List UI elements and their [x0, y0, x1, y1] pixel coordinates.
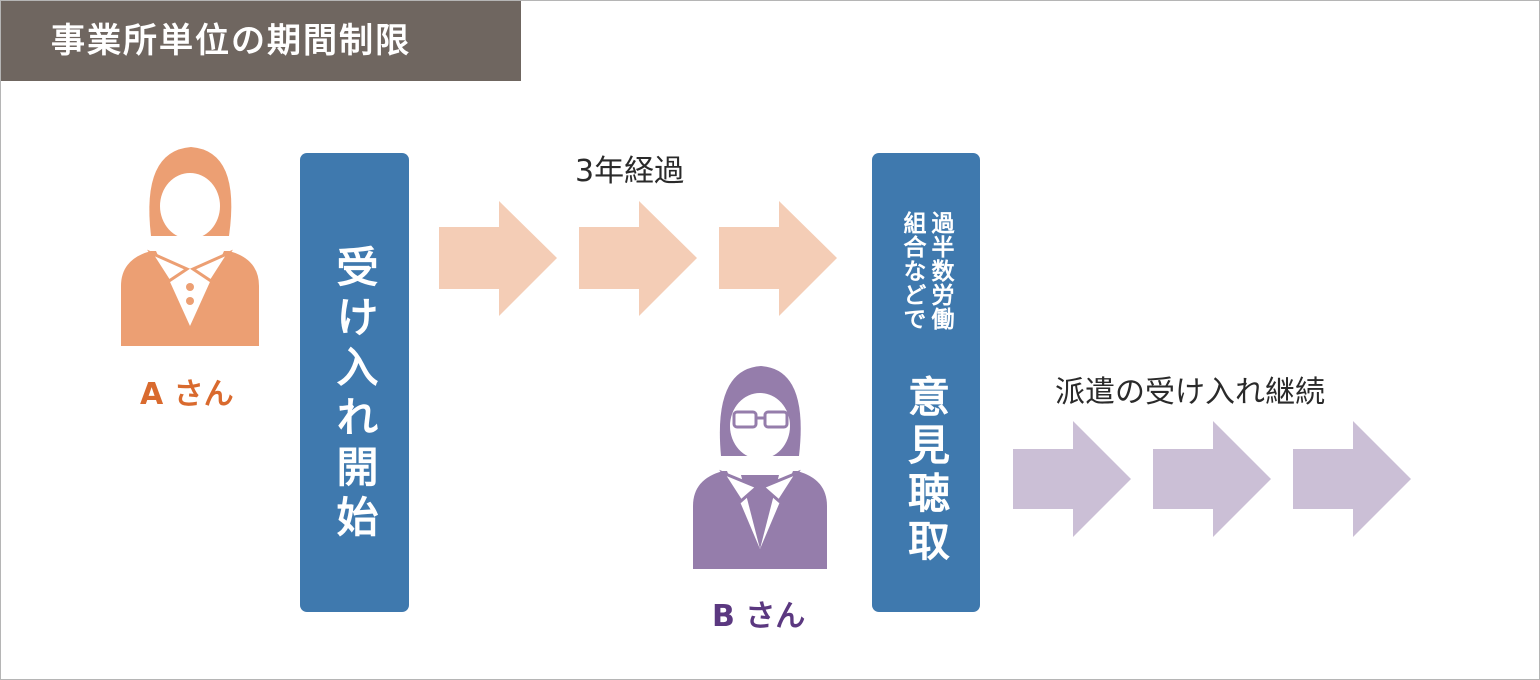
start-panel-label: 受け入れ開始 [330, 245, 379, 545]
elapsed-label: 3年経過 [575, 154, 685, 189]
continue-label: 派遣の受け入れ継続 [1055, 375, 1325, 410]
person-b-icon [693, 366, 827, 569]
hearing-panel-main-label: 意見聴取 [901, 375, 951, 567]
elapsed-arrows [439, 201, 837, 316]
continue-arrow-2 [1153, 421, 1271, 537]
hearing-panel: 過半数労働組合などで 意見聴取 [872, 153, 980, 612]
person-a-icon [121, 147, 259, 346]
continue-arrows [1013, 421, 1411, 537]
person-a-name: A さん [140, 377, 234, 412]
start-panel: 受け入れ開始 [300, 153, 409, 612]
section-title: 事業所単位の期間制限 [1, 1, 521, 81]
elapsed-arrow-3 [719, 201, 837, 316]
elapsed-arrow-2 [579, 201, 697, 316]
hearing-panel-sub-label: 過半数労働組合などで [899, 211, 953, 331]
elapsed-arrow-1 [439, 201, 557, 316]
continue-arrow-1 [1013, 421, 1131, 537]
continue-arrow-3 [1293, 421, 1411, 537]
person-b-name: B さん [712, 599, 806, 634]
